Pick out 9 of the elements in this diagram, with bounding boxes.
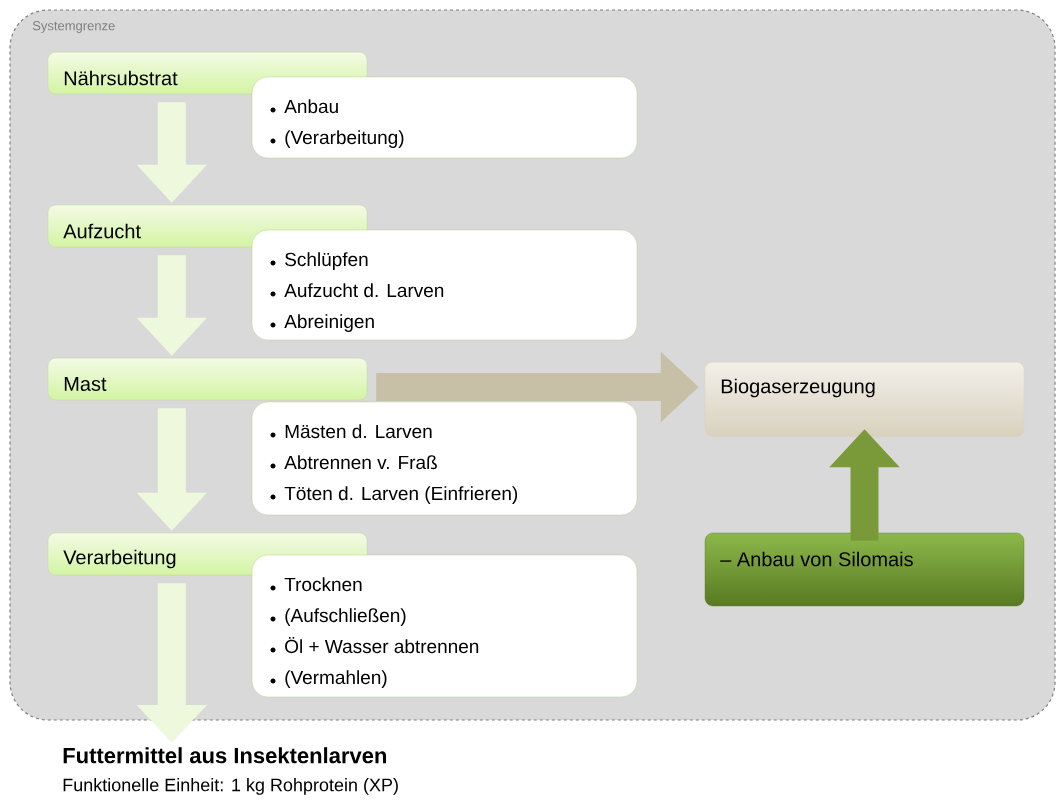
process-box: Biogaserzeugung — [704, 361, 1025, 438]
bullet-list-box: Anbau (Verarbeitung) — [251, 76, 638, 159]
result-text: Futtermittel aus Insektenlarven Funktionelle Einheit: 1 kg Rohprotein (XP) — [63, 747, 398, 795]
stage-box: Mast — [47, 357, 368, 401]
process-box: – Anbau von Silomais — [704, 532, 1025, 607]
bullet-list-box: Schlüpfen Aufzucht d. Larven Abreinigen — [251, 229, 638, 341]
boundary-label: Systemgrenze — [32, 21, 115, 33]
bullet-list-box: Mästen d. Larven Abtrennen v. Fraß Töten d. Larven (Einfrieren) — [251, 401, 638, 516]
bullet-list-box: Trocknen (Aufschließen) Öl + Wasser abtrennen (Vermahlen) — [251, 554, 638, 698]
